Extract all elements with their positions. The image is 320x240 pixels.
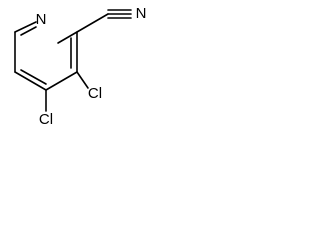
nitrile-nitrogen-label: N	[136, 5, 147, 22]
ring-bond-c3-c4	[45, 71, 78, 91]
chlorine-bond-top	[76, 71, 89, 89]
ring-double-bond-c6-n-inner	[20, 26, 37, 36]
chlorine-top-label: Cl	[88, 85, 102, 102]
ring-nitrogen-label: N	[36, 11, 47, 28]
ring-bond-c6-n	[14, 21, 37, 33]
chlorine-bottom-label: Cl	[39, 111, 53, 128]
ring-bond-c4-c5	[14, 71, 47, 91]
ring-bond-n-c2	[57, 31, 78, 44]
nitrile-single-bond	[76, 13, 109, 33]
ring-double-bond-c4-c5-inner	[20, 69, 47, 85]
chemical-structure-diagram: N N Cl Cl	[14, 5, 147, 128]
